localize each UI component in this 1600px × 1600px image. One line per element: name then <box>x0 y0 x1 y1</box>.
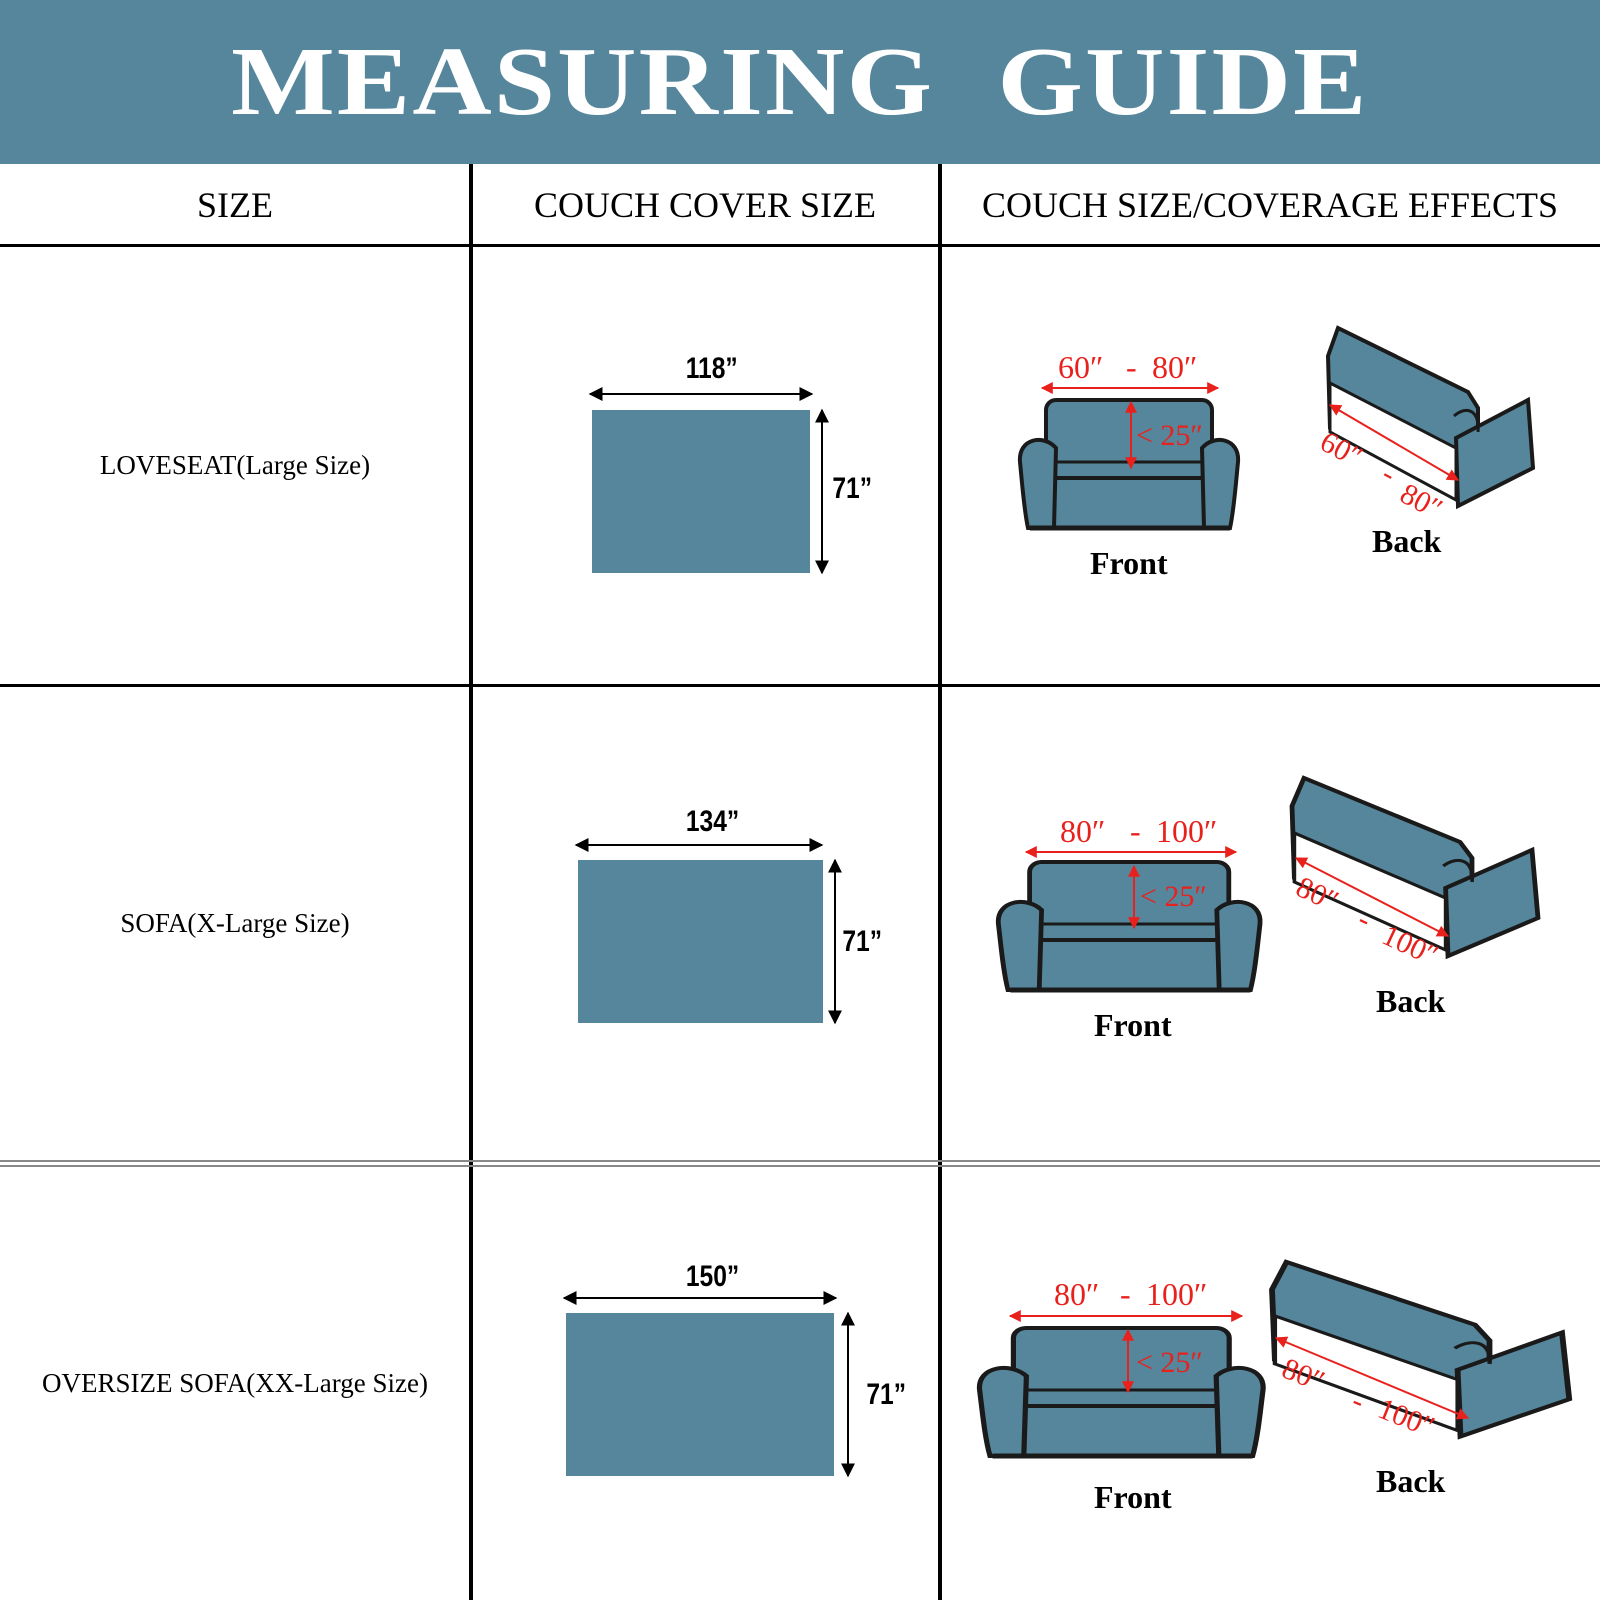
cover-width-label: 118” <box>685 352 738 385</box>
front-height-label: < 25″ <box>1136 1346 1203 1379</box>
front-range-separator: - <box>1120 1276 1131 1312</box>
front-height-label: < 25″ <box>1140 880 1207 913</box>
loveseat-front-illustration <box>1020 400 1238 528</box>
front-range-min: 80″ <box>1060 813 1105 849</box>
front-range-max: 100″ <box>1156 813 1217 849</box>
front-label: Front <box>1094 1479 1172 1515</box>
cover-height-label: 71” <box>866 1378 907 1411</box>
front-label: Front <box>1094 1007 1172 1043</box>
column-header-cover-size: COUCH COVER SIZE <box>533 185 877 225</box>
back-label: Back <box>1372 523 1442 559</box>
column-divider <box>469 164 473 1600</box>
sofa-front-illustration <box>998 862 1260 990</box>
row-divider <box>0 1165 1600 1167</box>
front-range-min: 80″ <box>1054 1276 1099 1312</box>
size-label-oversize-sofa: OVERSIZE SOFA(XX-Large Size) <box>42 1368 428 1398</box>
front-height-label: < 25″ <box>1136 419 1203 452</box>
front-range-separator: - <box>1126 349 1137 385</box>
back-range-separator: - <box>1377 457 1401 491</box>
front-range-max: 80″ <box>1152 349 1197 385</box>
front-range-max: 100″ <box>1146 1276 1207 1312</box>
cover-height-label: 71” <box>832 472 873 505</box>
front-range-min: 60″ <box>1058 349 1103 385</box>
size-label-sofa: SOFA(X-Large Size) <box>120 908 350 938</box>
column-header-size: SIZE <box>197 185 273 225</box>
page-title: MEASURING GUIDE <box>231 28 1369 136</box>
cover-rectangle <box>592 410 810 573</box>
oversize-sofa-front-illustration <box>979 1328 1263 1456</box>
cover-width-label: 134” <box>685 805 740 838</box>
front-label: Front <box>1090 545 1168 581</box>
cover-width-label: 150” <box>685 1260 740 1293</box>
loveseat-back-illustration <box>1326 326 1535 508</box>
back-label: Back <box>1376 983 1446 1019</box>
size-label-loveseat: LOVESEAT(Large Size) <box>99 449 371 480</box>
row-divider <box>0 1160 1600 1162</box>
row-divider <box>0 684 1600 687</box>
column-divider <box>938 164 942 1600</box>
cover-height-label: 71” <box>842 925 883 958</box>
back-label: Back <box>1376 1463 1446 1499</box>
row-divider <box>0 244 1600 247</box>
cover-rectangle <box>566 1313 834 1476</box>
column-header-coverage: COUCH SIZE/COVERAGE EFFECTS <box>981 185 1559 225</box>
title-banner: MEASURING GUIDE <box>0 0 1600 164</box>
front-range-separator: - <box>1130 813 1141 849</box>
cover-rectangle <box>578 860 823 1023</box>
